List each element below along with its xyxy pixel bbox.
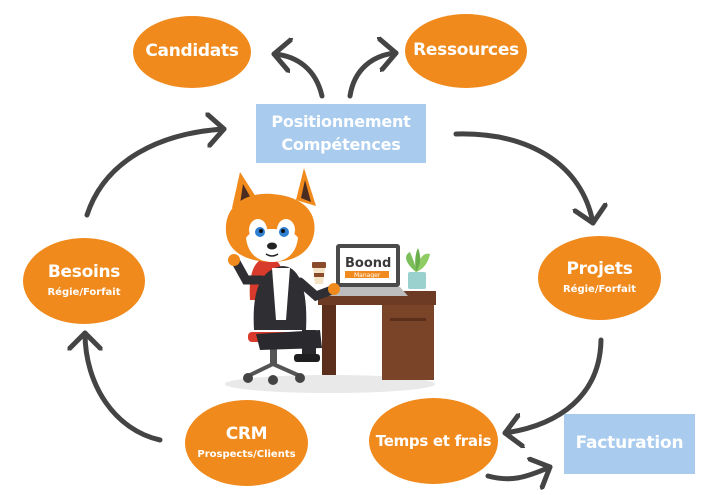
plant-icon	[406, 248, 430, 289]
node-besoins-label: Besoins	[47, 262, 121, 283]
fox-head	[225, 168, 316, 262]
node-positionnement-line1: Positionnement	[271, 112, 411, 132]
arrow-to-facturation	[485, 467, 553, 479]
arrow-to-projets	[453, 131, 593, 226]
laptop-brand: Boond	[345, 256, 391, 271]
node-candidats: Candidats	[133, 16, 251, 88]
arrow-to-candidats	[271, 54, 325, 99]
fox-mascot-illustration: Boond Manager	[225, 168, 436, 393]
arrow-to-positionnement	[84, 129, 227, 218]
laptop-brand-sub: Manager	[354, 272, 381, 279]
node-candidats-label: Candidats	[145, 41, 239, 62]
node-besoins: Besoins Régie/Forfait	[23, 238, 145, 324]
node-crm-label: CRM	[225, 424, 268, 445]
node-facturation-label: Facturation	[575, 433, 684, 454]
node-crm: CRM Prospects/Clients	[185, 400, 308, 486]
node-temps-et-frais-label: Temps et frais	[375, 431, 492, 450]
laptop-illustration: Boond Manager	[326, 244, 408, 296]
node-facturation: Facturation	[564, 414, 695, 474]
node-projets-label: Projets	[566, 259, 633, 280]
arrow-to-besoins	[85, 330, 163, 443]
node-ressources: Ressources	[405, 14, 527, 88]
coffee-cup-icon	[312, 262, 326, 284]
arrow-to-ressources	[347, 53, 399, 99]
node-positionnement-line2: Compétences	[281, 134, 401, 154]
arrow-to-temps-et-frais	[505, 337, 604, 433]
node-projets: Projets Régie/Forfait	[538, 236, 661, 320]
node-crm-sub: Prospects/Clients	[197, 448, 296, 460]
node-besoins-sub: Régie/Forfait	[47, 286, 121, 298]
node-projets-sub: Régie/Forfait	[562, 283, 637, 295]
node-ressources-label: Ressources	[413, 40, 519, 61]
node-temps-et-frais: Temps et frais	[369, 398, 498, 484]
node-positionnement: Positionnement Compétences	[256, 104, 426, 163]
